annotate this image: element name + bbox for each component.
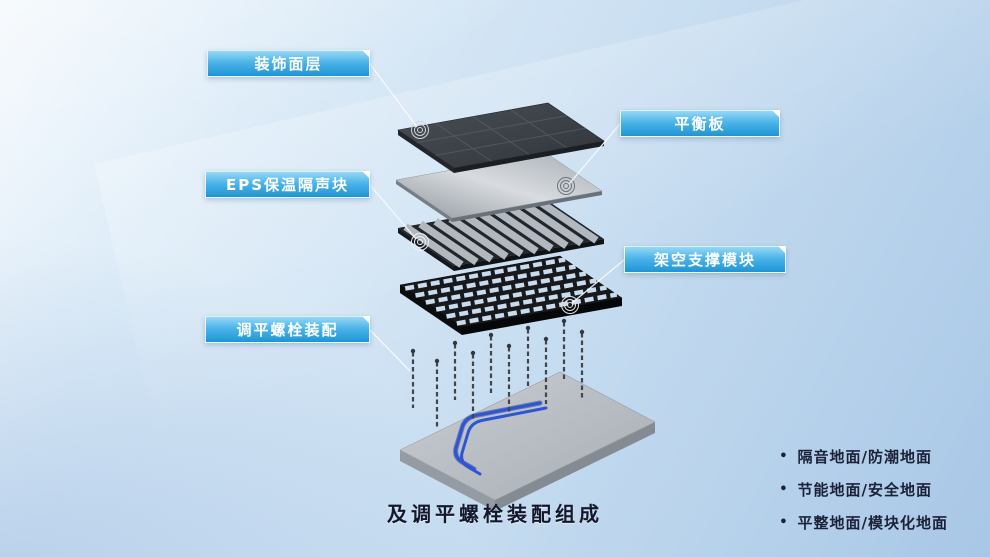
layer-support-grid: [399, 255, 623, 335]
layer-eps-insulation: [398, 199, 604, 271]
label-balance-board: 平衡板: [620, 110, 780, 137]
feature-item: • 平整地面/模块化地面: [779, 506, 948, 539]
label-support-module: 架空支撑模块: [624, 246, 786, 273]
feature-text: 节能地面/安全地面: [797, 481, 932, 499]
level-marker-icon: [411, 121, 429, 139]
layer-balance-board: [395, 152, 603, 222]
callout-lines: [369, 63, 625, 372]
label-eps-block: EPS保温隔声块: [205, 171, 370, 198]
label-leveling-bolts-text: 调平螺栓装配: [236, 321, 339, 339]
label-support-module-text: 架空支撑模块: [653, 251, 756, 269]
feature-item: • 节能地面/安全地面: [779, 473, 948, 506]
bullet-icon: •: [779, 449, 789, 464]
layer-decorative-surface: [397, 102, 605, 173]
feature-text: 平整地面/模块化地面: [797, 514, 948, 532]
slide-caption: 及调平螺栓装配组成: [387, 502, 603, 526]
level-marker-icon: [557, 177, 575, 195]
feature-list: • 隔音地面/防潮地面 • 节能地面/安全地面 • 平整地面/模块化地面: [779, 440, 948, 539]
bullet-icon: •: [779, 515, 789, 530]
level-marker-icon: [561, 296, 579, 314]
leveling-bolts: [410, 318, 585, 428]
feature-text: 隔音地面/防潮地面: [797, 448, 932, 466]
concrete-slab: [399, 371, 656, 511]
label-eps-block-text: EPS保温隔声块: [225, 176, 350, 194]
level-marker-icon: [411, 233, 429, 251]
label-leveling-bolts: 调平螺栓装配: [205, 316, 370, 343]
label-balance-board-text: 平衡板: [674, 115, 726, 133]
label-decorative-layer-text: 装饰面层: [254, 55, 323, 73]
feature-item: • 隔音地面/防潮地面: [779, 440, 948, 473]
bullet-icon: •: [779, 482, 789, 497]
label-decorative-layer: 装饰面层: [207, 50, 370, 77]
